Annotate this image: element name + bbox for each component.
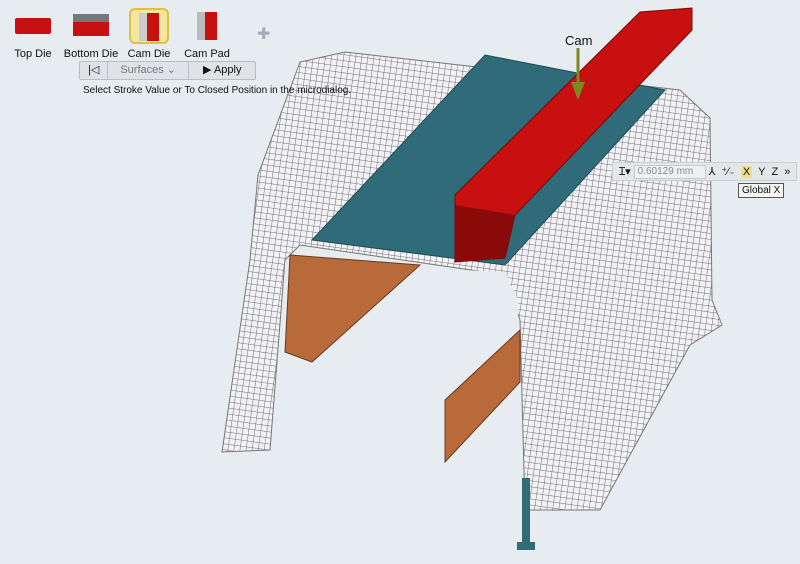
global-y-button[interactable]: Y bbox=[758, 165, 766, 178]
pin-part bbox=[517, 478, 535, 550]
closed-position-icon[interactable]: ⅄ bbox=[708, 166, 716, 178]
cam-die-face bbox=[455, 205, 515, 262]
cam-pad-part bbox=[284, 254, 422, 363]
tool-cam-die[interactable]: Cam Die bbox=[118, 8, 180, 60]
cam-pad-icon bbox=[187, 8, 227, 44]
more-chevron-icon[interactable]: » bbox=[784, 165, 791, 178]
apply-button[interactable]: ▶ Apply bbox=[203, 64, 242, 76]
stroke-icon[interactable]: Ɪ▾ bbox=[619, 166, 631, 178]
global-z-button[interactable]: Z bbox=[771, 165, 779, 178]
cam-die-part bbox=[454, 7, 693, 263]
global-x-button[interactable]: X bbox=[740, 165, 753, 178]
tool-top-die[interactable]: Top Die bbox=[2, 8, 64, 60]
tooltip: Global X bbox=[738, 183, 785, 198]
tool-cam-pad[interactable]: Cam Pad bbox=[176, 8, 238, 60]
stroke-value-input[interactable] bbox=[633, 164, 706, 179]
pad-lower-part bbox=[444, 328, 521, 464]
guide-bar: |◁ Surfaces ⌄ ▶ Apply bbox=[79, 61, 257, 80]
flip-icon[interactable]: ⁺∕₋ bbox=[721, 166, 735, 178]
back-to-start-icon[interactable]: |◁ bbox=[80, 62, 109, 79]
plus-icon[interactable]: ✚ bbox=[257, 26, 271, 43]
blank-mesh bbox=[221, 51, 723, 511]
top-die-icon bbox=[13, 8, 53, 44]
surfaces-dropdown[interactable]: Surfaces ⌄ bbox=[108, 62, 190, 79]
cam-die-icon bbox=[129, 8, 169, 44]
cam-label: Cam bbox=[565, 33, 593, 48]
hint-text: Select Stroke Value or To Closed Positio… bbox=[83, 85, 352, 96]
tool-bottom-die[interactable]: Bottom Die bbox=[60, 8, 122, 60]
bottom-die-icon bbox=[71, 8, 111, 44]
cam-arrow-icon bbox=[571, 48, 585, 100]
microdialog: Ɪ▾ ⅄ ⁺∕₋ X Y Z » bbox=[612, 162, 797, 181]
